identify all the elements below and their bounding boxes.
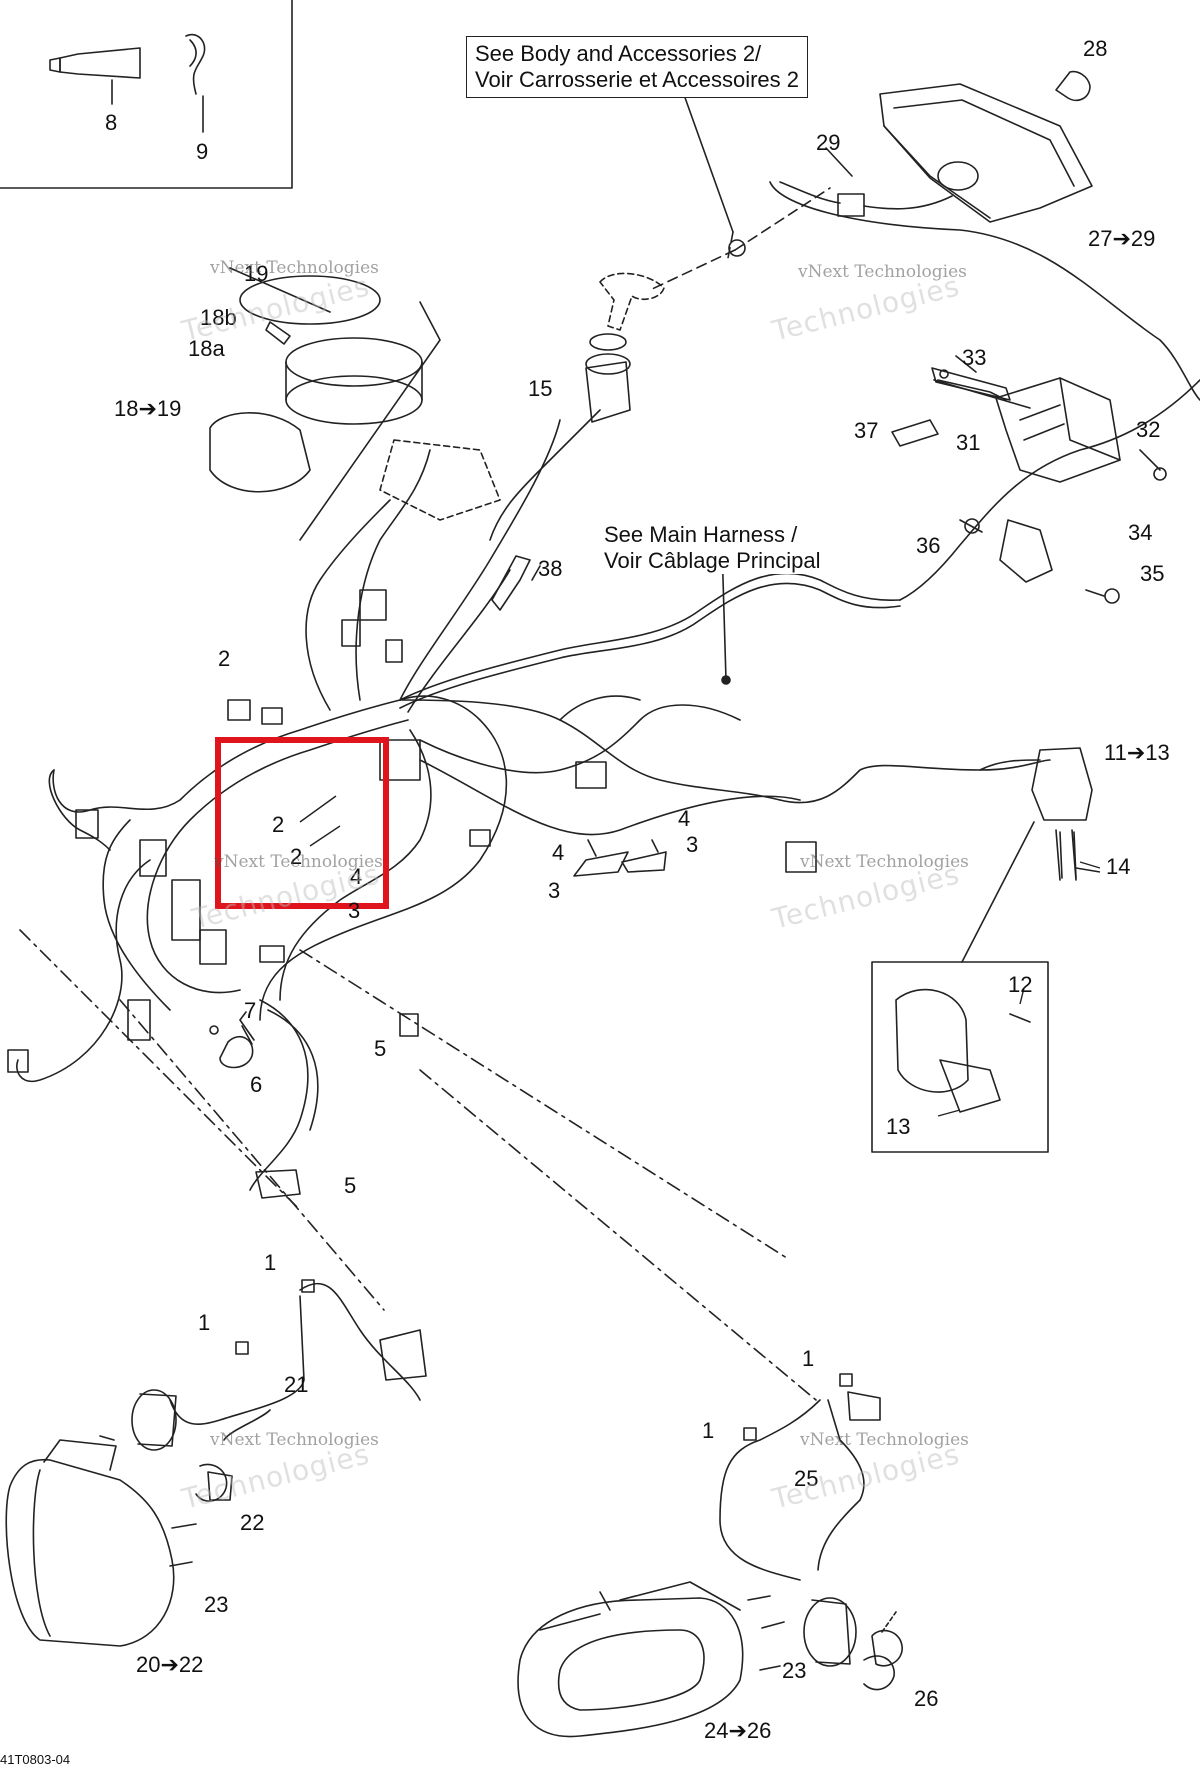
callout-3-box: 3 <box>348 898 361 923</box>
callout-18-19: 18➔19 <box>114 396 182 421</box>
callout-18a: 18a <box>188 336 225 361</box>
callout-31: 31 <box>956 430 981 455</box>
callout-20-22: 20➔22 <box>136 1652 204 1677</box>
watermark-text: vNext Technologies <box>798 262 967 282</box>
note-body-accessories-line2: Voir Carrosserie et Accessoires 2 <box>475 67 800 92</box>
highlight-box <box>215 737 389 909</box>
main-harness-trunk <box>399 572 901 701</box>
callout-3-right: 3 <box>686 832 699 857</box>
callout-36: 36 <box>916 533 941 558</box>
headlight-harness-left <box>299 1282 421 1401</box>
rectifier-connector <box>999 519 1053 583</box>
bracket-31 <box>931 367 1011 401</box>
callout-11-13: 11➔13 <box>1104 740 1170 765</box>
switch-inset-box <box>871 961 1049 1153</box>
adhesive-tube-part <box>49 47 141 79</box>
callout-1-a: 1 <box>264 1250 277 1275</box>
voltage-regulator-part <box>995 377 1121 483</box>
taillight-part <box>879 83 1093 223</box>
callout-33: 33 <box>962 345 987 370</box>
headlight-left-part <box>5 1389 228 1647</box>
callout-21: 21 <box>284 1372 309 1397</box>
callout-29: 29 <box>816 130 841 155</box>
document-id: 41T0803-04 <box>0 1752 71 1767</box>
watermark-text: vNext Technologies <box>800 1430 969 1450</box>
watermark-text: vNext Technologies <box>210 1430 379 1450</box>
headlight-harness-right <box>719 1399 821 1581</box>
callout-35: 35 <box>1140 561 1165 586</box>
harness-right-wire <box>899 379 1200 601</box>
callout-13: 13 <box>886 1114 911 1139</box>
harness-body-left <box>16 419 1051 1083</box>
callout-4-left: 4 <box>552 840 565 865</box>
note-main-harness-line2: Voir Câblage Principal <box>604 548 821 573</box>
callout-34: 34 <box>1128 520 1153 545</box>
bulb-28 <box>1055 70 1091 102</box>
watermark-text: vNext Technologies <box>210 258 379 278</box>
callout-2-box-a: 2 <box>272 812 285 837</box>
callout-4-right: 4 <box>678 806 691 831</box>
ignition-switch-part <box>585 272 665 423</box>
callout-24-26: 24➔26 <box>704 1718 772 1743</box>
cable-tie-part <box>185 33 206 95</box>
callout-9: 9 <box>196 139 209 164</box>
watermark-text: vNext Technologies <box>800 852 969 872</box>
gauge-part <box>209 275 501 521</box>
callout-2-box-b: 2 <box>290 844 303 869</box>
callout-23-right: 23 <box>782 1658 807 1683</box>
callout-4-box: 4 <box>350 864 363 889</box>
callout-23-left: 23 <box>204 1592 229 1617</box>
callout-1-d: 1 <box>702 1418 715 1443</box>
callout-27-29: 27➔29 <box>1088 226 1156 251</box>
headlight-right-part <box>517 1581 895 1738</box>
callout-38: 38 <box>538 556 563 581</box>
note-body-accessories: See Body and Accessories 2/ Voir Carross… <box>466 36 809 98</box>
callout-28: 28 <box>1083 36 1108 61</box>
callout-32: 32 <box>1136 417 1161 442</box>
callout-7: 7 <box>244 998 257 1023</box>
gauge-inset-box <box>229 267 441 541</box>
switch-detail-part <box>895 988 1031 1113</box>
leader-body-accessories <box>682 91 734 233</box>
note-body-accessories-line1: See Body and Accessories 2/ <box>475 41 762 66</box>
inset-box-top-left <box>0 0 293 189</box>
callout-15: 15 <box>528 376 553 401</box>
callout-3-left: 3 <box>548 878 561 903</box>
note-main-harness: See Main Harness / Voir Câblage Principa… <box>602 522 823 574</box>
callout-25: 25 <box>794 1466 819 1491</box>
strip-37 <box>891 419 939 447</box>
callout-22: 22 <box>240 1510 265 1535</box>
callout-8: 8 <box>105 110 118 135</box>
callout-14: 14 <box>1106 854 1131 879</box>
watermark-text: vNext Technologies <box>214 852 383 872</box>
callout-26: 26 <box>914 1686 939 1711</box>
callout-1-b: 1 <box>198 1310 211 1335</box>
callout-5-upper: 5 <box>374 1036 387 1061</box>
callout-12: 12 <box>1008 972 1033 997</box>
note-main-harness-line1: See Main Harness / <box>604 522 798 547</box>
callout-5-lower: 5 <box>344 1173 357 1198</box>
callout-1-c: 1 <box>802 1346 815 1371</box>
callout-19: 19 <box>244 261 269 286</box>
callout-37: 37 <box>854 418 879 443</box>
callout-18b: 18b <box>200 305 237 330</box>
callout-6: 6 <box>250 1072 263 1097</box>
callout-2-top: 2 <box>218 646 231 671</box>
